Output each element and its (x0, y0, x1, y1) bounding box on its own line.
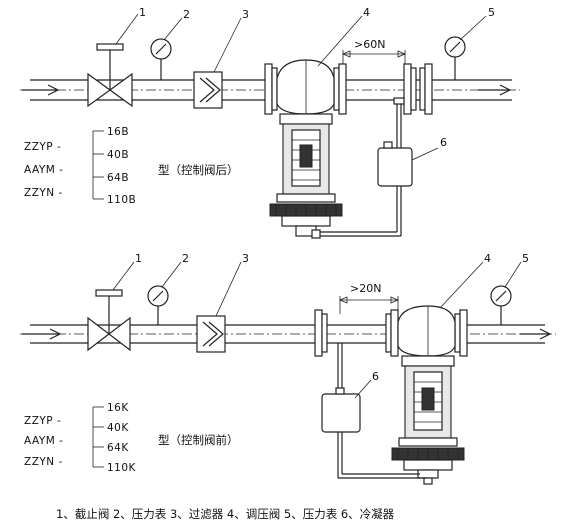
bottom-callout-6: 6 (372, 370, 379, 383)
bottom-pressure-gauge-right (490, 285, 512, 325)
top-pressure-64: 64B (107, 172, 129, 184)
top-pressure-40: 40B (107, 149, 129, 161)
top-callout-1: 1 (139, 6, 146, 19)
top-diagram: >60N 1 2 3 4 5 6 ZZYP - AAYM - ZZYN - 16… (20, 6, 520, 239)
bottom-pressure-gauge-left (147, 285, 169, 325)
top-callout-6: 6 (440, 136, 447, 149)
top-pressure-gauge-right (444, 36, 466, 80)
bottom-pressure-110: 110K (107, 462, 137, 474)
top-dimension-label: >60N (354, 38, 385, 51)
top-callout-3: 3 (242, 8, 249, 21)
top-model-zzyp: ZZYP - (24, 141, 61, 153)
bottom-callout-5: 5 (522, 252, 529, 265)
bottom-diagram: >20N 1 2 3 4 5 6 ZZYP - AAYM - ZZYN - 16… (20, 252, 556, 485)
top-leader-lines (115, 13, 487, 161)
bottom-model-zzyp: ZZYP - (24, 415, 61, 427)
top-filter (193, 71, 223, 109)
bottom-pressure-40: 40K (107, 422, 129, 434)
bottom-condenser (321, 343, 426, 479)
top-distance-dimension (341, 50, 407, 64)
top-regulator-valve (269, 59, 343, 239)
bottom-model-zzyn: ZZYN - (24, 456, 63, 468)
bottom-regulator-valve (391, 305, 465, 485)
bottom-dimension-label: >20N (350, 282, 381, 295)
top-callout-5: 5 (488, 6, 495, 19)
bottom-leader-lines (112, 261, 522, 399)
top-pressure-110: 110B (107, 194, 136, 206)
top-model-aaym: AAYM - (24, 164, 63, 176)
bottom-flanges (314, 309, 468, 357)
top-callout-2: 2 (183, 8, 190, 21)
top-model-zzyn: ZZYN - (24, 187, 63, 199)
top-pressure-16: 16B (107, 126, 129, 138)
bottom-inlet-arrow (22, 328, 62, 340)
bottom-callout-3: 3 (242, 252, 249, 265)
bottom-stop-valve (87, 289, 131, 352)
bottom-model-aaym: AAYM - (24, 435, 63, 447)
bottom-callout-2: 2 (182, 252, 189, 265)
top-condenser (320, 97, 413, 237)
bottom-distance-dimension (338, 296, 400, 314)
top-pressure-gauge-left (150, 38, 172, 80)
top-model-bracket (92, 130, 104, 200)
bottom-pressure-16: 16K (107, 402, 129, 414)
top-outlet-arrow (478, 84, 512, 96)
top-inlet-arrow (22, 84, 60, 96)
bottom-pressure-64: 64K (107, 442, 129, 454)
top-caption: 型（控制阀后） (158, 163, 239, 177)
bottom-callout-4: 4 (484, 252, 491, 265)
bottom-model-bracket (92, 406, 104, 468)
bottom-outlet-arrow (520, 328, 552, 340)
top-stop-valve (87, 43, 133, 108)
top-callout-4: 4 (363, 6, 370, 19)
component-legend: 1、截止阀 2、压力表 3、过滤器 4、调压阀 5、压力表 6、冷凝器 (56, 507, 395, 521)
top-flanges (264, 63, 433, 115)
bottom-caption: 型（控制阀前） (158, 433, 239, 447)
bottom-callout-1: 1 (135, 252, 142, 265)
bottom-filter (196, 315, 226, 353)
